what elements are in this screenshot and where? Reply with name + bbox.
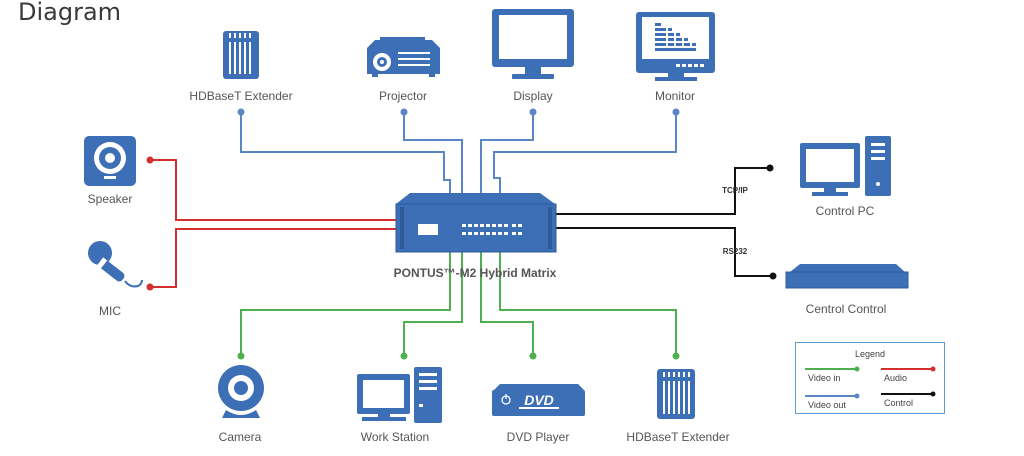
display-icon [492,9,574,79]
hybrid-matrix-icon [395,193,557,253]
central-control-icon [785,264,909,289]
tcpip-label: TCP/IP [722,186,748,195]
legend-title: Legend [854,349,886,359]
speaker-label: Speaker [87,192,133,206]
legend-box: Legend Video in Audio Video out Control [795,342,945,414]
display-label: Display [513,89,553,103]
legend-control: Control [884,398,914,408]
camera-label: Camera [218,430,262,444]
dvd-player-icon: DVD [492,384,585,416]
legend-video-in: Video in [808,373,841,383]
work-station-icon [357,367,442,423]
rs232-label: RS232 [722,247,748,256]
camera-icon [218,365,264,418]
control-pc-label: Control PC [815,204,875,218]
central-control-label: Centrol Control [805,302,887,316]
dvd-player-label: DVD Player [506,430,570,444]
control-pc-icon [800,136,891,196]
projector-label: Projector [378,89,428,103]
dvd-logo-text: DVD [524,392,554,408]
video-in-lines [240,252,677,356]
video-out-lines [240,112,677,202]
speaker-icon [84,136,136,186]
matrix-label: PONTUS™-M2 Hybrid Matrix [393,266,557,280]
hdbaset-extender-top-icon [223,31,259,79]
legend-video-out: Video out [808,400,846,410]
audio-lines [150,159,396,288]
microphone-icon [88,241,143,288]
page-title: Diagram [18,0,122,26]
mic-label: MIC [99,304,121,318]
hdbaset-extender-bottom-icon [657,369,695,419]
projector-icon [367,37,440,77]
monitor-label: Monitor [654,89,696,103]
legend-swatches [805,366,936,399]
monitor-icon [636,12,715,81]
hdbaset-extender-top-label: HDBaseT Extender [189,89,293,103]
hdbaset-extender-bottom-label: HDBaseT Extender [626,430,730,444]
legend-audio: Audio [884,373,908,383]
control-lines [556,167,773,277]
connection-dots [146,108,777,360]
work-station-label: Work Station [360,430,430,444]
